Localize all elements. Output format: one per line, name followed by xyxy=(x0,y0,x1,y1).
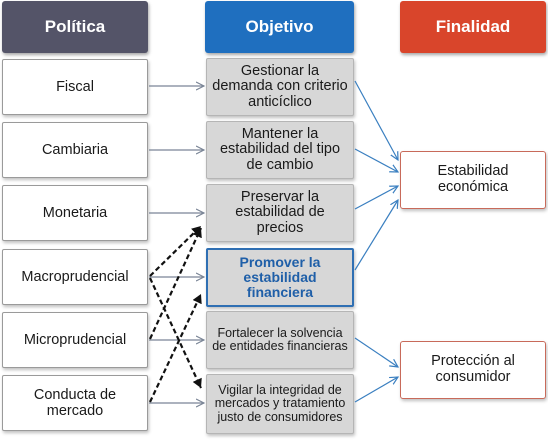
objetivo-demanda: Gestionar la demanda con criterio anticí… xyxy=(206,58,354,116)
objetivo-estabilidad-financiera: Promover la estabilidad financiera xyxy=(206,248,354,307)
dashed-micro-to-precios xyxy=(149,227,202,340)
objetivo-integridad-mercados: Vigilar la integridad de mercados y trat… xyxy=(206,374,354,434)
arrow-demanda-to-estabilidad xyxy=(354,80,398,160)
gray-arrows xyxy=(149,86,204,403)
arrow-precios-to-estabilidad xyxy=(354,186,398,210)
objetivo-tipo-cambio: Mantener la estabilidad del tipo de camb… xyxy=(206,121,354,179)
finalidad-header: Finalidad xyxy=(400,1,546,53)
finalidad-estabilidad-economica: Estabilidad económica xyxy=(400,151,546,209)
arrow-financiera-to-estabilidad xyxy=(354,200,398,271)
objetivo-header: Objetivo xyxy=(205,1,354,53)
objetivo-solvencia: Fortalecer la solvencia de entidades fin… xyxy=(206,311,354,369)
arrow-solvencia-to-proteccion xyxy=(354,337,398,367)
politica-microprudencial: Microprudencial xyxy=(2,312,148,368)
dashed-macro-to-integridad xyxy=(149,277,202,389)
politica-header: Política xyxy=(2,1,148,53)
dashed-arrows xyxy=(149,225,202,403)
blue-arrows xyxy=(354,80,398,403)
politica-cambiaria: Cambiaria xyxy=(2,122,148,178)
dashed-conducta-to-estabilidad xyxy=(149,293,202,403)
politica-conducta-mercado: Conducta de mercado xyxy=(2,375,148,431)
politica-fiscal: Fiscal xyxy=(2,59,148,115)
politica-monetaria: Monetaria xyxy=(2,185,148,241)
politica-macroprudencial: Macroprudencial xyxy=(2,249,148,305)
finalidad-proteccion-consumidor: Protección al consumidor xyxy=(400,341,546,399)
objetivo-precios: Preservar la estabilidad de precios xyxy=(206,184,354,242)
arrow-tipo-cambio-to-estabilidad xyxy=(354,148,398,172)
dashed-macro-to-precios xyxy=(149,225,202,277)
arrow-integridad-to-proteccion xyxy=(354,377,398,403)
